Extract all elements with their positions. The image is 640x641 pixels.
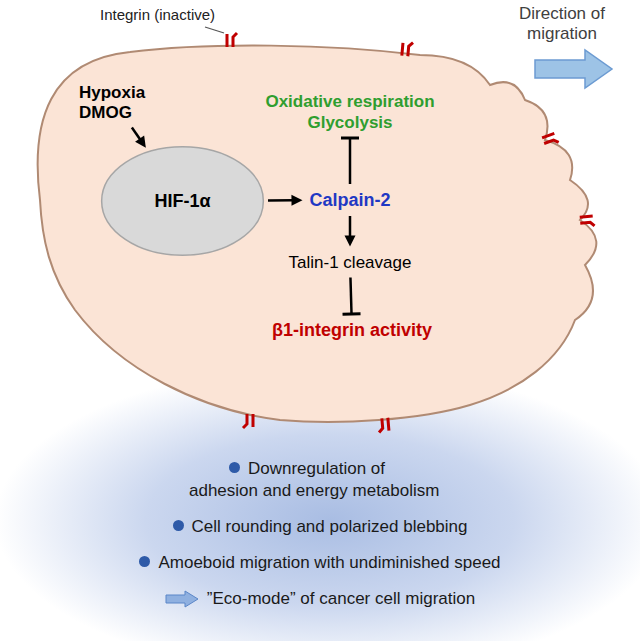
- inhibition-connector: [341, 138, 359, 184]
- connector-line: [350, 277, 351, 314]
- cell-outline: [38, 46, 597, 422]
- protease-label: Calpain-2: [305, 187, 394, 213]
- integrin-symbol: [580, 216, 595, 227]
- connector-line: [268, 199, 292, 202]
- inhibition-bar: [343, 312, 361, 316]
- integrin-symbol: [580, 216, 595, 227]
- arrowhead: [344, 235, 355, 246]
- arrowhead: [291, 195, 302, 206]
- direction-arrow: [535, 50, 612, 88]
- connector-line: [349, 138, 352, 184]
- arrow-connector: [268, 195, 302, 206]
- connector-line: [132, 127, 140, 139]
- integrin-symbol: [378, 418, 389, 433]
- integrin-symbol: [402, 42, 413, 57]
- node-text: Hypoxia DMOG: [79, 83, 151, 123]
- stimulus-label: Hypoxia DMOG: [75, 81, 155, 125]
- inhibition-bar: [341, 137, 359, 140]
- node-text: Oxidative respiration Glycolysis: [254, 91, 446, 133]
- node-text: HIF-1α: [154, 190, 210, 212]
- conclusion-arrow: [165, 590, 199, 608]
- integrin-symbol: [542, 133, 559, 147]
- integrin-symbol: [227, 33, 237, 47]
- activity-label: β1-integrin activity: [268, 317, 436, 343]
- process-label: Talin-1 cleavage: [285, 250, 416, 275]
- arrow-connector: [344, 216, 355, 247]
- conclusion-text: ”Eco-mode” of cancer cell migration: [207, 588, 475, 610]
- integrin-symbol: [227, 33, 237, 47]
- integrin-symbol: [542, 133, 559, 147]
- integrin-symbol: [378, 418, 389, 433]
- arrow-connector: [132, 127, 146, 147]
- node-text: Talin-1 cleavage: [289, 252, 412, 273]
- metabolism-label: Oxidative respiration Glycolysis: [250, 89, 450, 135]
- leader-line: [205, 27, 224, 33]
- conclusion-arrow: [166, 591, 198, 607]
- outcome-item: Downregulation of adhesion and energy me…: [189, 458, 451, 502]
- integrin-symbol: [243, 414, 253, 428]
- outcome-band: Downregulation of adhesion and energy me…: [0, 458, 640, 610]
- nucleus-shape: [102, 147, 264, 256]
- arrowhead: [135, 136, 146, 148]
- direction-label: Direction of migration: [492, 4, 632, 44]
- connector-line: [349, 216, 352, 237]
- nucleus: HIF-1α: [100, 145, 265, 257]
- conclusion-row: ”Eco-mode” of cancer cell migration: [0, 588, 640, 610]
- part-label: Integrin (inactive): [100, 6, 215, 24]
- node-text: β1-integrin activity: [272, 319, 432, 341]
- outcome-item: Amoeboid migration with undiminished spe…: [139, 552, 500, 574]
- integrin-symbol: [402, 42, 413, 57]
- inhibition-connector: [343, 277, 361, 314]
- outcome-item: Cell rounding and polarized blebbing: [173, 516, 468, 538]
- node-text: Calpain-2: [309, 189, 390, 211]
- integrin-symbol: [243, 414, 253, 428]
